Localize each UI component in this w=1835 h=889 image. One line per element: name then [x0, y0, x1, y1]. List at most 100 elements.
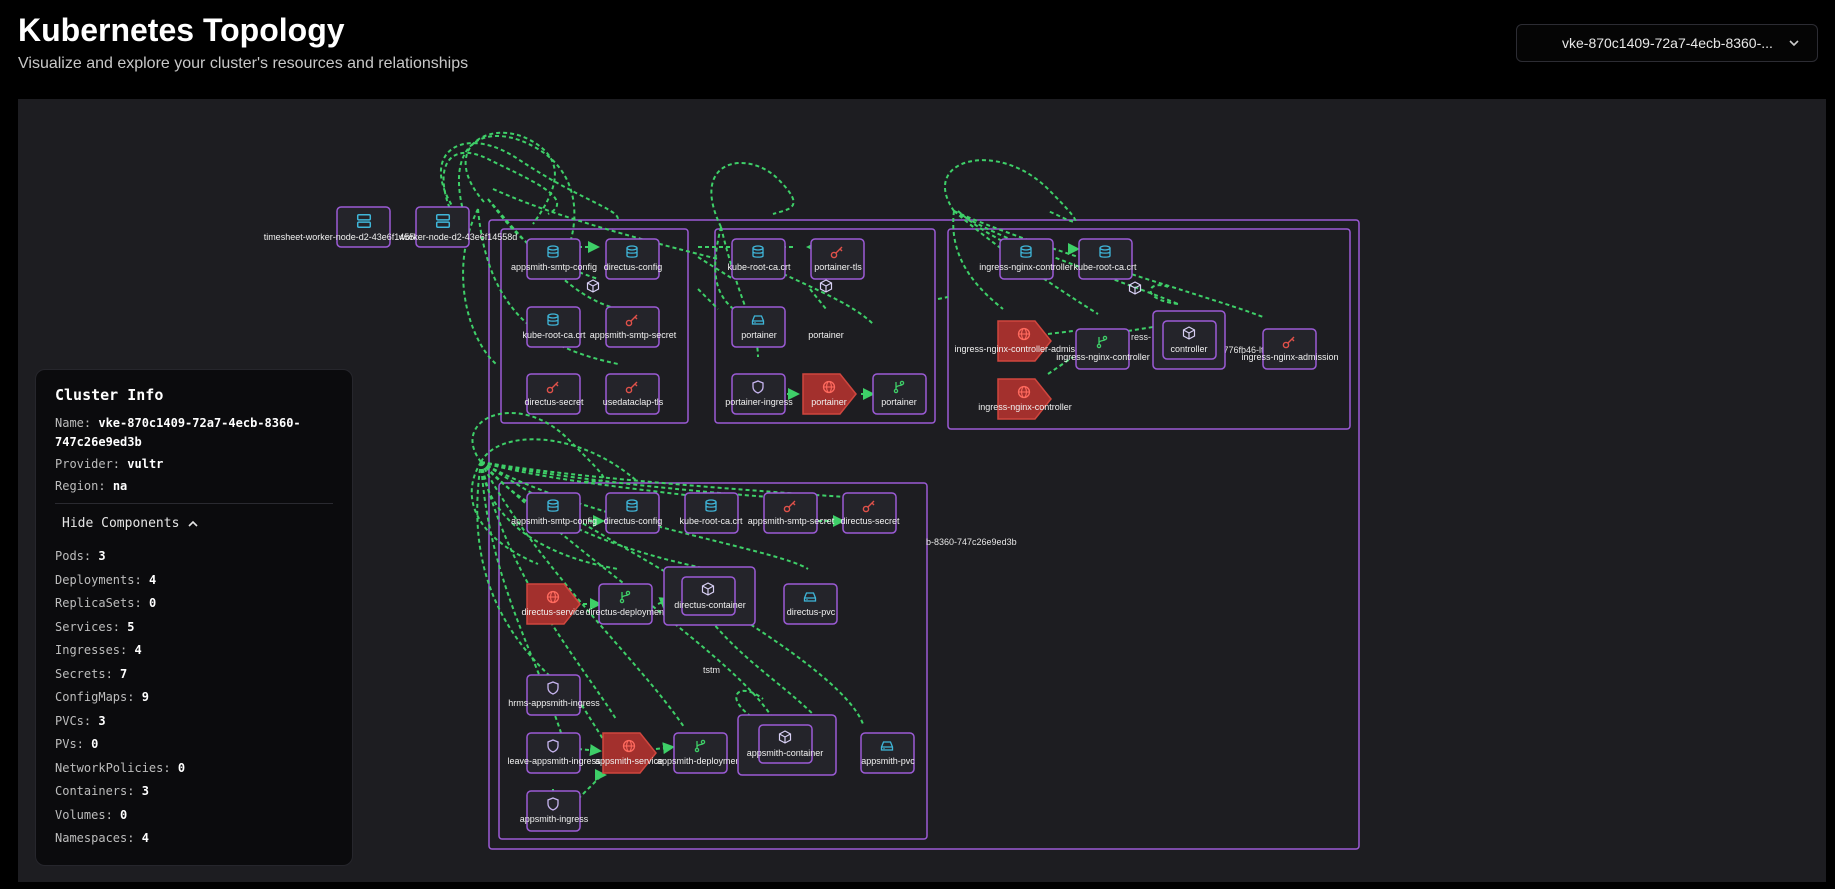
- namespace-label: -c776fb46-lt: [1216, 345, 1264, 355]
- edge: [952, 210, 1004, 310]
- node-service[interactable]: ingress-nginx-controller: [978, 378, 1072, 420]
- node-label: ingress-nginx-admission: [1241, 352, 1338, 362]
- graph-nodes[interactable]: timesheet-worker-node-d2-43e6f14558d wor…: [264, 206, 1339, 832]
- edge: [470, 461, 539, 565]
- node-deployment[interactable]: ingress-nginx-controller: [1056, 328, 1150, 370]
- namespace-group-apps: [498, 482, 928, 840]
- component-count: 3: [141, 784, 149, 798]
- component-count: 0: [177, 760, 186, 775]
- node-label: directus-secret: [524, 397, 584, 407]
- component-count-row: NetworkPolicies: 0: [55, 760, 186, 775]
- cube-icon: [819, 279, 833, 293]
- node-ingress[interactable]: portainer-ingress: [725, 373, 793, 415]
- node-label: portainer: [741, 330, 777, 340]
- chevron-up-icon: [188, 520, 198, 527]
- node-label: portainer: [808, 330, 844, 340]
- cluster-select[interactable]: vke-870c1409-72a7-4ecb-8360-...: [1516, 24, 1818, 62]
- node-secret[interactable]: portainer-tls: [810, 238, 865, 280]
- node-configmap[interactable]: directus-config: [604, 492, 663, 534]
- node-label: portainer-ingress: [725, 397, 793, 407]
- edge: [809, 288, 827, 310]
- node-deployment[interactable]: portainer: [872, 373, 927, 415]
- node-label: portainer-tls: [814, 262, 862, 272]
- node-configmap[interactable]: kube-root-ca.crt: [1073, 238, 1137, 280]
- edge: [480, 461, 809, 570]
- node-configmap[interactable]: kube-root-ca.crt: [727, 238, 791, 280]
- node-label: directus-config: [604, 516, 663, 526]
- node-configmap[interactable]: kube-root-ca.crt: [679, 492, 743, 534]
- component-count-row: Services: 5: [55, 619, 135, 634]
- node-label: kube-root-ca.crt: [679, 516, 743, 526]
- hide-components-button[interactable]: Hide Components: [55, 514, 333, 533]
- node-pod[interactable]: appsmith-container: [737, 714, 837, 776]
- node-service[interactable]: portainer: [802, 373, 857, 415]
- node-label: hrms-appsmith-ingress: [508, 698, 600, 708]
- node-label: controller: [1170, 344, 1207, 354]
- edge: [697, 288, 719, 310]
- edge: [577, 698, 604, 740]
- component-count: 9: [141, 690, 149, 704]
- node-pvc[interactable]: appsmith-pvc: [860, 732, 915, 774]
- node-server[interactable]: timesheet-worker-node-d2-43e6f14558d: [264, 206, 425, 248]
- node-pvc[interactable]: directus-pvc: [783, 583, 838, 625]
- component-count-row: ConfigMaps: 9: [55, 690, 149, 704]
- node-configmap[interactable]: ingress-nginx-controller: [979, 238, 1073, 280]
- cluster-group: [488, 219, 1360, 850]
- node-label: directus-pvc: [787, 607, 836, 617]
- component-count: 5: [127, 619, 135, 634]
- node-label: appsmith-smtp-config: [511, 262, 597, 272]
- cube-icon: [586, 279, 600, 293]
- component-count-row: Volumes: 0: [55, 807, 128, 822]
- namespace-groups: b-8360-747c26e9ed3b ress- -c776fb46-lt t…: [488, 219, 1360, 850]
- node-ingress[interactable]: leave-appsmith-ingress: [507, 732, 601, 774]
- cluster-name-row: Name: vke-870c1409-72a7-4ecb-8360-747c26…: [55, 416, 301, 449]
- node-label: portainer: [881, 397, 917, 407]
- node-ingress[interactable]: appsmith-ingress: [520, 790, 589, 832]
- node-label: appsmith-service: [595, 756, 663, 766]
- component-count: 0: [148, 596, 157, 610]
- component-count-row: Secrets: 7: [55, 666, 128, 681]
- node-ingress[interactable]: hrms-appsmith-ingress: [508, 674, 600, 716]
- node-label: appsmith-smtp-secret: [590, 330, 677, 340]
- node-configmap[interactable]: appsmith-smtp-config: [511, 492, 597, 534]
- component-count: 3: [98, 549, 106, 563]
- component-count: 4: [148, 572, 157, 587]
- component-count-row: PVCs: 3: [55, 713, 106, 728]
- component-count: 3: [98, 713, 106, 728]
- topology-graph[interactable]: b-8360-747c26e9ed3b ress- -c776fb46-lt t…: [18, 99, 1826, 882]
- node-label: ingress-nginx-controller: [979, 262, 1073, 272]
- node-label: directus-secret: [840, 516, 900, 526]
- node-service[interactable]: appsmith-service: [595, 732, 663, 774]
- node-server[interactable]: worker-node-d2-43e6f14558d: [398, 206, 518, 248]
- edge: [480, 461, 877, 500]
- node-label: kube-root-ca.crt: [522, 330, 586, 340]
- node-secret[interactable]: usedataclap-tls: [603, 373, 664, 415]
- component-count: 7: [120, 666, 128, 681]
- node-deployment[interactable]: directus-deployment: [585, 583, 667, 625]
- node-pod[interactable]: controller: [1152, 310, 1226, 370]
- node-pod[interactable]: directus-container: [663, 566, 756, 626]
- node-deployment[interactable]: appsmith-deployment: [657, 732, 744, 774]
- node-secret[interactable]: ingress-nginx-admission: [1241, 328, 1339, 370]
- node-secret[interactable]: directus-secret: [840, 492, 900, 534]
- node-configmap[interactable]: directus-config: [604, 238, 663, 280]
- edge: [1149, 284, 1179, 305]
- node-label: directus-service: [521, 607, 584, 617]
- edge: [577, 744, 602, 757]
- node-service[interactable]: ingress-nginx-controller-admission: [954, 320, 1092, 362]
- edge: [477, 208, 619, 365]
- node-secret[interactable]: directus-secret: [524, 373, 584, 415]
- node-service[interactable]: directus-service: [521, 583, 585, 625]
- node-pvc[interactable]: portainer: [731, 306, 786, 348]
- component-count-row: Deployments: 4: [55, 572, 157, 587]
- node-secret[interactable]: appsmith-smtp-secret: [748, 492, 835, 534]
- node-label: portainer: [811, 397, 847, 407]
- component-count: 0: [91, 737, 99, 751]
- page-subtitle: Visualize and explore your cluster's res…: [18, 55, 469, 72]
- node-configmap[interactable]: kube-root-ca.crt: [522, 306, 586, 348]
- node-configmap[interactable]: appsmith-smtp-config: [511, 238, 597, 280]
- edge: [492, 188, 719, 260]
- node-label: ingress-nginx-controller-admission: [954, 344, 1091, 354]
- node-secret[interactable]: appsmith-smtp-secret: [590, 306, 677, 348]
- cluster-provider: vultr: [127, 457, 164, 471]
